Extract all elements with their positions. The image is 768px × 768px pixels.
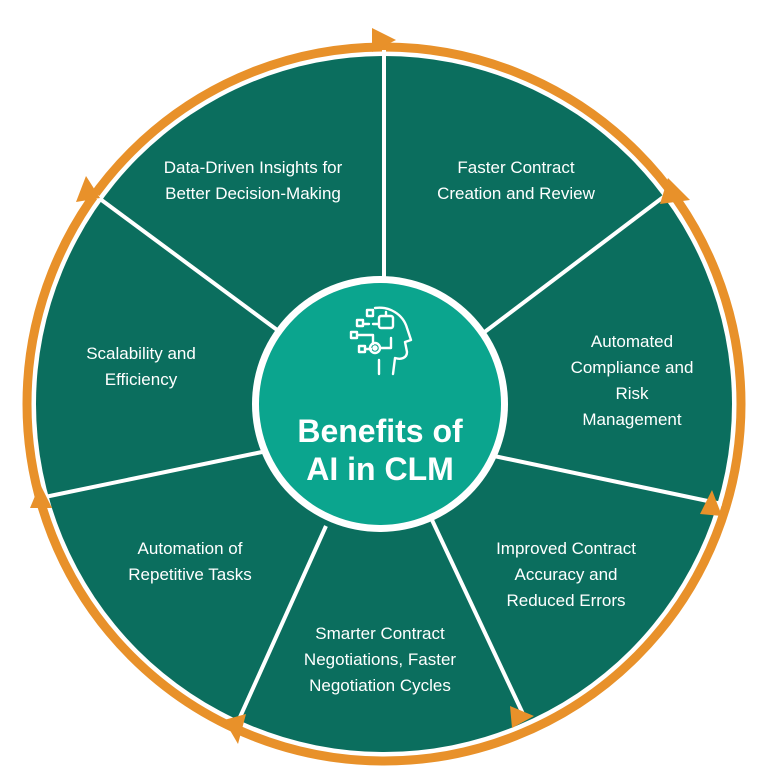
divider-6 — [39, 450, 263, 500]
outer-ring — [22, 42, 746, 766]
diagram-title: Benefits of AI in CLM — [297, 413, 463, 487]
divider-3 — [493, 454, 723, 506]
segment-automated-compliance: Automated Compliance and Risk Management — [570, 332, 694, 429]
arrow-lower-right — [510, 706, 534, 728]
arrow-top — [372, 28, 396, 52]
arrow-upper-left — [76, 176, 100, 202]
divider-4 — [430, 519, 526, 717]
arrow-right — [700, 490, 722, 516]
ai-robot-head-icon — [349, 306, 413, 376]
segment-scalability-efficiency: Scalability and Efficiency — [86, 344, 196, 389]
segment-dividers — [39, 50, 723, 727]
divider-5 — [234, 525, 328, 727]
center-circle — [259, 283, 501, 525]
segment-improved-accuracy: Improved Contract Accuracy and Reduced E… — [496, 539, 636, 610]
divider-2 — [472, 190, 672, 342]
divider-7 — [86, 188, 290, 340]
ring-arrows — [30, 28, 722, 744]
segment-smarter-negotiations: Smarter Contract Negotiations, Faster Ne… — [303, 624, 457, 695]
arrow-upper-right — [660, 178, 690, 204]
arrow-lower-left — [224, 714, 246, 744]
segment-automation-repetitive-tasks: Automation of Repetitive Tasks — [128, 539, 252, 584]
segment-faster-contract-creation: Faster Contract Creation and Review — [437, 158, 595, 203]
segment-data-driven-insights: Data-Driven Insights for Better Decision… — [163, 158, 343, 203]
arrow-left — [30, 484, 52, 508]
